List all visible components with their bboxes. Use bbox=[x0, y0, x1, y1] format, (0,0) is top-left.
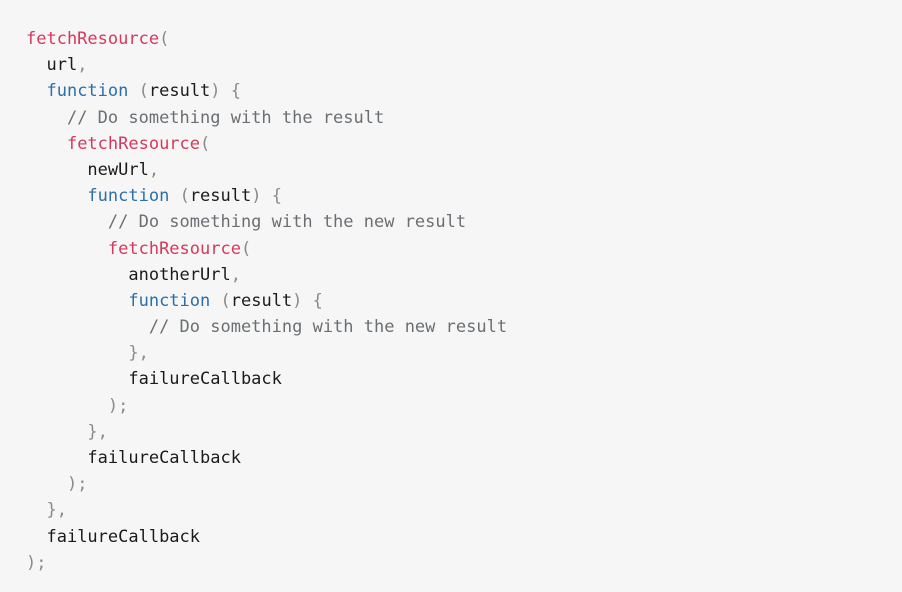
code-whitespace bbox=[26, 134, 67, 154]
code-token-kw: function bbox=[46, 81, 129, 102]
code-token-pn: ) bbox=[251, 186, 262, 207]
code-whitespace bbox=[26, 448, 87, 468]
code-token-pn: { bbox=[271, 186, 282, 207]
code-token-fn: fetchResource bbox=[66, 133, 201, 154]
code-token-id: result bbox=[189, 186, 252, 207]
code-whitespace bbox=[26, 55, 46, 75]
code-whitespace bbox=[26, 160, 87, 180]
code-whitespace bbox=[26, 239, 108, 259]
code-whitespace bbox=[26, 81, 46, 101]
code-whitespace bbox=[26, 108, 67, 128]
code-token-id: anotherUrl bbox=[128, 264, 231, 285]
code-token-pn: ( bbox=[220, 290, 231, 311]
code-whitespace bbox=[261, 186, 271, 206]
code-whitespace bbox=[26, 474, 67, 494]
code-token-id: failureCallback bbox=[87, 448, 241, 468]
code-token-pn: { bbox=[312, 290, 323, 311]
code-whitespace bbox=[26, 369, 128, 389]
code-line: fetchResource( bbox=[26, 131, 902, 157]
code-token-cm: // Do something with the new result bbox=[107, 212, 467, 233]
code-line: }, bbox=[26, 340, 902, 366]
code-whitespace bbox=[26, 500, 46, 520]
code-token-pn: , bbox=[77, 55, 88, 76]
code-token-pn: , bbox=[230, 264, 241, 285]
code-token-pn: ) bbox=[292, 290, 303, 311]
code-line: anotherUrl, bbox=[26, 262, 902, 288]
code-token-pn: ( bbox=[240, 238, 252, 259]
code-whitespace bbox=[169, 186, 179, 206]
code-token-pn: ); bbox=[107, 395, 129, 416]
code-whitespace bbox=[128, 81, 138, 101]
code-token-pn: ( bbox=[159, 29, 170, 49]
code-token-pn: }, bbox=[87, 421, 108, 442]
code-line: failureCallback bbox=[26, 445, 902, 471]
code-whitespace bbox=[210, 291, 220, 311]
code-line: // Do something with the result bbox=[26, 105, 902, 131]
code-whitespace bbox=[26, 212, 108, 232]
code-line: ); bbox=[26, 471, 902, 497]
code-line: function (result) { bbox=[26, 288, 902, 314]
code-whitespace bbox=[26, 265, 128, 285]
code-token-pn: }, bbox=[128, 343, 149, 364]
code-token-id: failureCallback bbox=[46, 526, 201, 547]
code-token-pn: , bbox=[148, 159, 160, 180]
code-whitespace bbox=[26, 422, 87, 442]
code-token-pn: ( bbox=[200, 133, 211, 154]
code-line: // Do something with the new result bbox=[26, 209, 902, 235]
code-token-pn: ( bbox=[179, 186, 190, 207]
code-line: fetchResource( bbox=[26, 236, 902, 262]
code-line: newUrl, bbox=[26, 157, 902, 183]
code-token-fn: fetchResource bbox=[107, 238, 241, 259]
code-token-cm: // Do something with the result bbox=[66, 107, 385, 128]
code-line: fetchResource( bbox=[26, 26, 902, 52]
code-line: }, bbox=[26, 497, 902, 523]
code-line: failureCallback bbox=[26, 366, 902, 392]
code-token-id: failureCallback bbox=[128, 369, 282, 390]
code-whitespace bbox=[26, 343, 128, 363]
code-whitespace bbox=[26, 396, 108, 416]
code-token-id: result bbox=[148, 81, 211, 102]
code-whitespace bbox=[26, 186, 87, 206]
code-line: }, bbox=[26, 419, 902, 445]
code-token-id: url bbox=[46, 55, 78, 76]
code-whitespace bbox=[302, 291, 312, 311]
code-token-pn: }, bbox=[46, 500, 67, 521]
code-token-pn: ( bbox=[138, 81, 149, 102]
code-line: ); bbox=[26, 393, 902, 419]
code-whitespace bbox=[26, 317, 149, 337]
code-line: url, bbox=[26, 52, 902, 78]
code-token-fn: fetchResource bbox=[26, 29, 160, 49]
code-token-pn: { bbox=[230, 81, 242, 102]
code-token-pn: ); bbox=[66, 474, 88, 495]
code-line: ); bbox=[26, 550, 902, 576]
code-token-kw: function bbox=[87, 186, 170, 207]
code-token-cm: // Do something with the new result bbox=[148, 317, 508, 338]
code-token-pn: ) bbox=[210, 81, 221, 102]
code-line: // Do something with the new result bbox=[26, 314, 902, 340]
code-line: failureCallback bbox=[26, 524, 902, 550]
code-token-pn: ); bbox=[26, 552, 47, 573]
code-whitespace bbox=[221, 81, 231, 101]
code-token-id: newUrl bbox=[87, 159, 149, 180]
code-whitespace bbox=[26, 291, 128, 311]
code-whitespace bbox=[26, 527, 46, 547]
code-token-kw: function bbox=[128, 290, 211, 311]
code-token-id: result bbox=[230, 290, 293, 311]
code-line: function (result) { bbox=[26, 78, 902, 104]
code-line: function (result) { bbox=[26, 183, 902, 209]
